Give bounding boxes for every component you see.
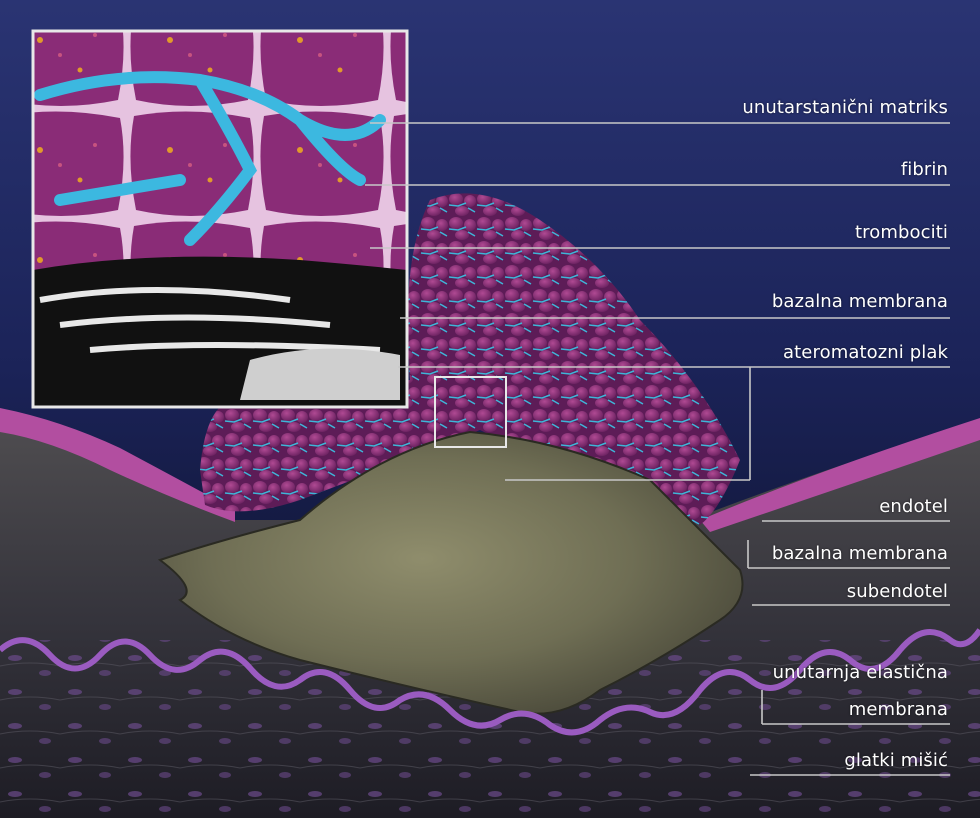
label-bazalna-membrana-top: bazalna membrana bbox=[772, 292, 948, 312]
label-membrana: membrana bbox=[849, 700, 948, 720]
label-glatki-misic: glatki mišić bbox=[844, 751, 948, 771]
label-unutarnja-elasticna: unutarnja elastična bbox=[773, 663, 948, 683]
label-bazalna-membrana-bottom: bazalna membrana bbox=[772, 544, 948, 564]
label-trombociti: trombociti bbox=[855, 223, 948, 243]
label-subendotel: subendotel bbox=[847, 582, 948, 602]
label-fibrin: fibrin bbox=[901, 160, 948, 180]
label-ateromatozni-plak: ateromatozni plak bbox=[783, 343, 948, 363]
label-unutarstanicni-matriks: unutarstanični matriks bbox=[742, 98, 948, 118]
label-endotel: endotel bbox=[879, 497, 948, 517]
zoom-inset bbox=[33, 31, 407, 407]
